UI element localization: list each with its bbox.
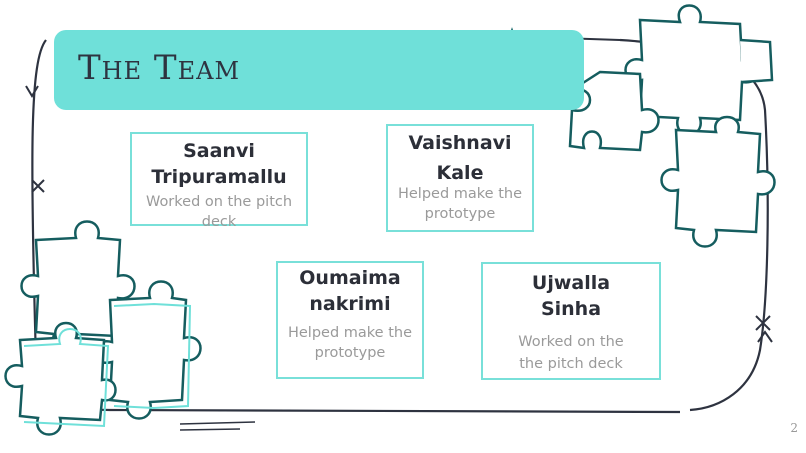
underline-strokes <box>179 421 256 431</box>
cross-mark-icon <box>755 315 771 331</box>
puzzle-piece-icon <box>568 4 776 248</box>
member-name-line2: Tripuramallu <box>151 166 287 188</box>
team-card: Ujwalla Sinha Worked on the the pitch de… <box>481 262 661 380</box>
arrow-icon <box>757 330 773 343</box>
member-name-line1: Oumaima <box>299 267 401 289</box>
member-role-line1: Helped make the <box>287 325 412 341</box>
member-name-line1: Saanvi <box>183 140 255 162</box>
cross-mark-icon <box>31 179 45 193</box>
member-name-line1: Vaishnavi <box>408 132 512 154</box>
member-role-line2: prototype <box>424 206 496 222</box>
team-card: Saanvi Tripuramallu Worked on the pitch … <box>130 132 308 230</box>
page-title: The Team <box>78 48 241 88</box>
member-name-line2: nakrimi <box>309 293 391 315</box>
page-number: 2 <box>790 421 798 435</box>
member-name-line1: Ujwalla <box>531 272 611 294</box>
arrow-icon <box>25 85 39 98</box>
member-role-line2: the pitch deck <box>519 356 623 372</box>
team-card: Vaishnavi Kale Helped make the prototype <box>386 124 534 232</box>
member-role-line1: Worked on the pitch <box>145 194 293 210</box>
member-name-line2: Kale <box>436 162 484 184</box>
puzzle-shadow <box>23 302 192 428</box>
member-role-line2: deck <box>201 214 237 230</box>
title-band <box>54 30 584 110</box>
member-role-line1: Helped make the <box>397 186 522 202</box>
team-card: Oumaima nakrimi Helped make the prototyp… <box>276 261 424 379</box>
puzzle-piece-icon <box>4 220 202 436</box>
member-role-line1: Worked on the <box>518 334 624 350</box>
member-name-line2: Sinha <box>540 298 602 320</box>
member-role-line2: prototype <box>314 345 386 361</box>
